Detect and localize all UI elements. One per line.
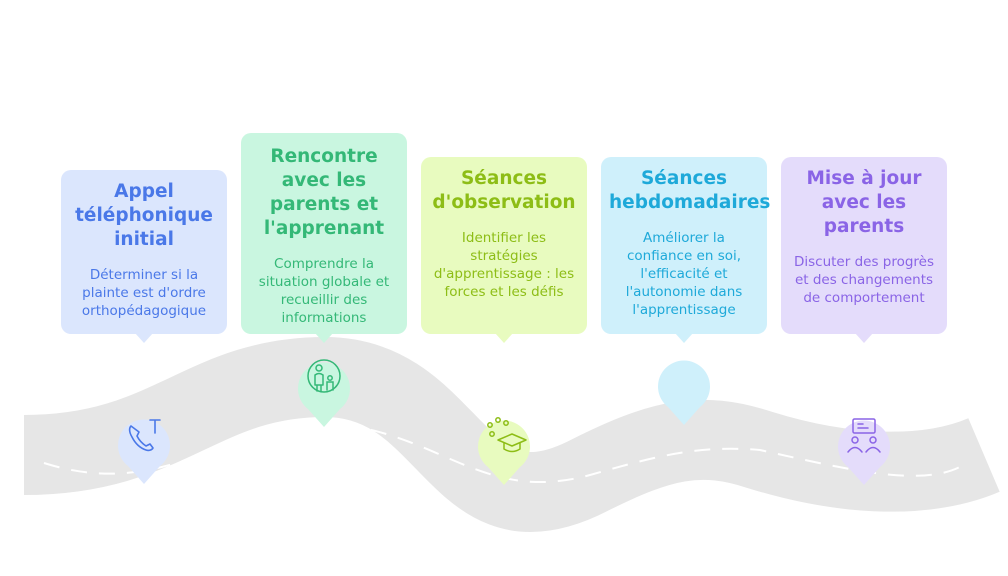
marker-4-pin	[658, 360, 710, 425]
step-card-3: Séances d'observation Identifier les str…	[421, 157, 587, 343]
people-discussion-icon	[847, 418, 881, 453]
step-3-description: Identifier les stratégies d'apprentissag…	[433, 230, 575, 300]
step-1-description: Déterminer si la plainte est d'ordre ort…	[81, 267, 207, 319]
marker-4	[658, 360, 710, 425]
step-4-description: Améliorer la confiance en soi, l'efficac…	[625, 230, 743, 318]
graduation-cap-icon	[487, 417, 527, 453]
step-5-description: Discuter des progrès et des changements …	[793, 254, 935, 306]
step-card-2: Rencontre avec les parents et l'apprenan…	[241, 133, 407, 343]
parent-child-icon	[307, 359, 341, 393]
road	[23, 336, 1000, 532]
step-card-1: Appel téléphonique initial Déterminer si…	[61, 170, 227, 343]
step-5-title: Mise à jour avec les parents	[806, 168, 922, 237]
step-4-title: Séances hebdomadaires	[609, 168, 771, 213]
phone-icon	[128, 419, 161, 452]
step-card-4: Séances hebdomadaires Améliorer la confi…	[601, 157, 771, 343]
step-2-title: Rencontre avec les parents et l'apprenan…	[263, 146, 385, 239]
step-1-title: Appel téléphonique initial	[75, 181, 213, 250]
marker-5	[838, 418, 891, 485]
marker-2-pin	[298, 362, 350, 427]
step-card-5: Mise à jour avec les parents Discuter de…	[781, 157, 947, 343]
step-2-description: Comprendre la situation globale et recue…	[258, 256, 390, 326]
step-3-title: Séances d'observation	[432, 168, 576, 213]
marker-2	[298, 359, 350, 427]
marker-1	[118, 419, 170, 484]
marker-5-pin	[838, 420, 891, 485]
road-center-line	[43, 421, 969, 484]
marker-3	[478, 417, 531, 485]
